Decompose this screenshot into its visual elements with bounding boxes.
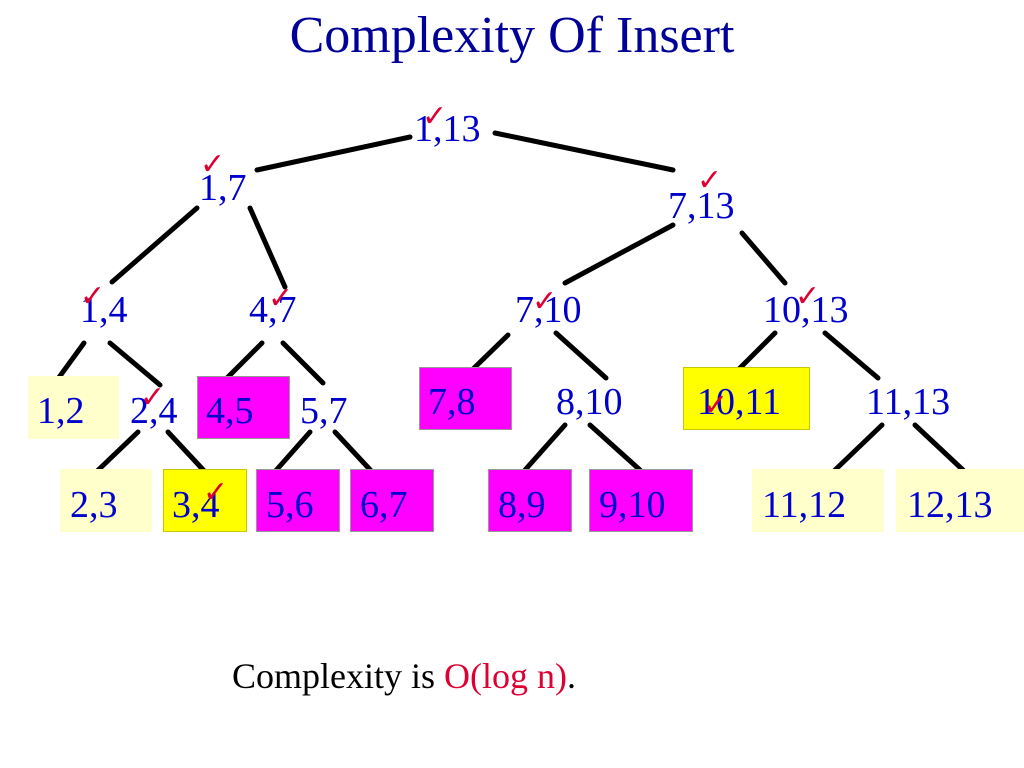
edge-10-13-right <box>822 330 881 381</box>
box-11-12 <box>752 469 884 532</box>
edge-11-13-left <box>832 422 885 473</box>
node-5-7: 5,7 <box>300 390 348 432</box>
box-7-8 <box>419 367 512 430</box>
checkmark-icon: ✓ <box>80 279 106 314</box>
edge-7-10-left <box>469 332 511 373</box>
edge-5-7-left <box>269 429 313 478</box>
checkmark-icon: ✓ <box>268 281 294 316</box>
checkmark-icon: ✓ <box>203 475 229 510</box>
node-9-10: 9,10 <box>599 484 666 526</box>
checkmark-icon: ✓ <box>200 147 226 182</box>
node-7-13: 7,13 <box>668 185 735 227</box>
footer-complexity: O(log n) <box>444 656 567 696</box>
checkmark-icon: ✓ <box>422 99 448 134</box>
checkmark-icon: ✓ <box>703 388 729 423</box>
box-12-13 <box>896 469 1024 532</box>
node-2-4: 2,4 <box>130 390 178 432</box>
checkmark-icon: ✓ <box>140 380 166 415</box>
edge-11-13-right <box>912 422 966 473</box>
box-3-4 <box>163 469 247 532</box>
node-1-2: 1,2 <box>37 390 85 432</box>
node-6-7: 6,7 <box>360 484 408 526</box>
box-1-2 <box>28 376 119 439</box>
node-8-10: 8,10 <box>556 381 623 423</box>
footer-suffix: . <box>567 656 576 696</box>
edge-8-10-right <box>587 422 643 473</box>
node-1-7: 1,7 <box>199 167 247 209</box>
checkmark-icon: ✓ <box>795 279 821 314</box>
node-4-7: 4,7 <box>249 289 297 331</box>
node-10-13: 10,13 <box>763 289 849 331</box>
edge-5-7-right <box>332 429 378 478</box>
box-9-10 <box>589 469 693 532</box>
node-2-3: 2,3 <box>70 484 118 526</box>
edge-7-10-right <box>553 330 609 381</box>
edge-2-4-left <box>90 429 141 478</box>
edge-1-7-right <box>247 205 288 290</box>
footer-prefix: Complexity is <box>232 656 445 696</box>
node-7-8: 7,8 <box>428 381 476 423</box>
box-2-3 <box>60 469 152 532</box>
complexity-statement: Complexity is O(log n). <box>232 655 576 697</box>
node-12-13: 12,13 <box>907 484 993 526</box>
edge-7-13-left <box>562 222 676 286</box>
checkmark-icon: ✓ <box>532 284 558 319</box>
edge-2-4-right <box>165 429 211 478</box>
node-3-4: 3,4 <box>172 484 220 526</box>
node-1-4: 1,4 <box>80 289 128 331</box>
node-7-10: 7,10 <box>515 289 582 331</box>
node-8-9: 8,9 <box>498 484 546 526</box>
node-5-6: 5,6 <box>266 484 314 526</box>
box-4-5 <box>197 376 290 439</box>
node-11-13: 11,13 <box>866 381 951 423</box>
edge-10-13-left <box>735 330 778 373</box>
node-11-12: 11,12 <box>762 484 847 526</box>
node-10-11: 10,11 <box>697 381 782 423</box>
node-root: 1,13 <box>414 108 481 150</box>
edge-7-13-right <box>739 230 788 286</box>
edge-4-7-right <box>280 340 326 386</box>
edge-1-4-right <box>107 340 163 388</box>
edge-root-left <box>254 134 413 173</box>
edge-1-7-left <box>109 205 200 285</box>
box-10-11 <box>683 367 810 430</box>
box-5-6 <box>256 469 340 532</box>
box-8-9 <box>488 469 572 532</box>
page-title: Complexity Of Insert <box>289 7 735 64</box>
checkmark-icon: ✓ <box>697 163 723 198</box>
edge-8-10-left <box>522 422 568 473</box>
box-6-7 <box>350 469 434 532</box>
node-4-5: 4,5 <box>206 390 254 432</box>
edge-root-right <box>492 130 676 173</box>
